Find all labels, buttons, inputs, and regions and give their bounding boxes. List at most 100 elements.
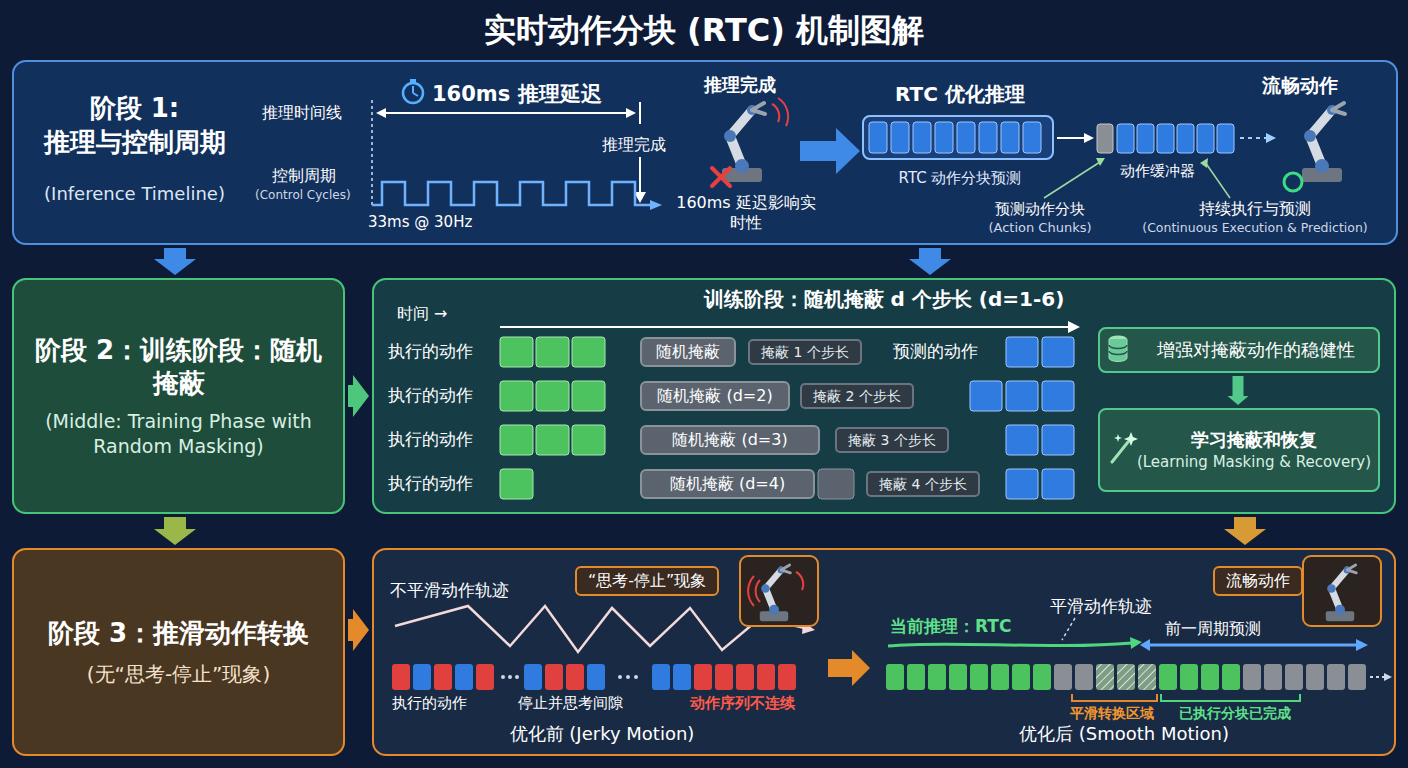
connector-arrow [1224,517,1266,545]
decor-path [772,98,788,126]
decor-polygon [1130,637,1142,649]
text-label: 动作缓冲器 [1120,162,1195,181]
action-cell [891,122,909,153]
action-cell [652,664,670,690]
decor-rect [12,548,345,756]
decor-line [1112,442,1128,462]
decor-rect [1098,327,1380,373]
decor-path [1109,345,1127,355]
decor-polygon [828,650,870,686]
process-box: RTC 优化推理RTC 动作分块预测 [862,115,1054,160]
connector-arrow [154,517,196,545]
node-heading: 掩蔽 2 个步长 [813,385,901,407]
node-heading: 优化前 (Jerky Motion) [482,722,722,745]
connector-arrow [909,248,951,275]
action-cell [1006,381,1038,411]
process-box: 增强对掩蔽动作的稳健性 [1098,327,1380,373]
decor-polygon [1140,639,1150,651]
action-cell [778,664,796,690]
process-box: 学习掩蔽和恢复(Learning Masking & Recovery) [1098,408,1380,492]
action-cell [1075,664,1093,690]
decor-polygon [800,128,860,174]
action-cell [1117,124,1134,153]
text-label: 动作序列不连续 [690,694,795,713]
text-label: 预测动作分块 [985,200,1095,219]
action-cell [1327,664,1345,690]
decor-line [639,102,641,124]
decor-rect [12,278,345,514]
text-label: 执行的动作 [388,385,473,406]
action-cell [476,664,494,690]
action-cell [757,664,775,690]
action-cell [1054,664,1072,690]
action-cell [907,664,925,690]
decor-circle [626,675,630,679]
decor-line [500,326,1070,328]
node-heading: 阶段 2：训练阶段：随机掩蔽 [28,334,329,402]
decor-rect [410,79,416,83]
decor-line [1044,162,1100,198]
action-cell [524,664,542,690]
node-heading: 随机掩蔽 (d=2) [653,383,777,409]
node-subtitle: (Inference Timeline) [22,182,247,205]
text-label: 停止并思考间隙 [518,694,623,713]
action-cell [970,664,988,690]
action-cell [1180,664,1198,690]
decor-line [1240,137,1268,139]
text-label: (Control Cycles) [255,188,351,203]
decor-path [1161,694,1300,701]
decor-rect [1098,408,1380,492]
action-cell [1012,664,1030,690]
node-subtitle: (Learning Masking & Recovery) [1137,453,1371,473]
action-cell [1306,664,1324,690]
action-cell [1138,664,1156,690]
action-cell [1096,664,1114,690]
connector-arrow [154,248,196,275]
decor-rect [862,115,1054,160]
decor-circle [403,83,423,103]
action-cell [572,381,605,411]
action-cell [1001,122,1019,153]
decor-polygon [1266,133,1276,143]
action-cell [1006,469,1038,499]
action-cell [928,664,946,690]
decor-line [1057,137,1086,139]
action-cell [694,664,712,690]
diagram-title: 实时动作分块 (RTC) 机制图解 [0,10,1408,50]
action-cell [1201,664,1219,690]
action-cell [392,664,410,690]
action-cell [566,664,584,690]
text-label: 不平滑动作轨迹 [390,580,509,601]
decor-path [748,572,803,606]
decor-line [380,112,632,114]
action-cell [991,664,1009,690]
action-cell [500,337,533,367]
text-label: 流畅动作 [1262,74,1338,98]
text-label: 执行的动作 [392,694,467,713]
action-cell [1348,664,1366,690]
action-cell [1006,425,1038,455]
action-cell [1042,337,1074,367]
node-heading: 学习掩蔽和恢复 [1191,428,1317,451]
stage-panel: 优化前 (Jerky Motion)优化后 (Smooth Motion)“思考… [372,548,1396,756]
decor-path [1114,432,1138,446]
node-subtitle: 优化后 (Smooth Motion) [1004,722,1244,745]
decor-use [1326,565,1357,621]
decor-line [1062,618,1075,640]
text-label: 当前推理：RTC [890,616,1011,637]
text-label: 前一周期预测 [1165,619,1261,639]
decor-circle [508,675,512,679]
text-label: 执行的动作 [388,341,473,362]
action-cell [572,425,605,455]
action-cell [736,664,754,690]
decor-polygon [376,108,386,118]
text-label: 160ms 推理延迟 [432,81,602,107]
node-heading: 随机掩蔽 (d=3) [653,427,807,453]
node-heading: 随机掩蔽 (d=4) [653,471,802,497]
action-cell [1042,381,1074,411]
action-cell [1159,664,1177,690]
decor-path [888,643,1132,646]
action-cell [500,425,533,455]
decor-path [372,182,652,205]
action-cell [587,664,605,690]
